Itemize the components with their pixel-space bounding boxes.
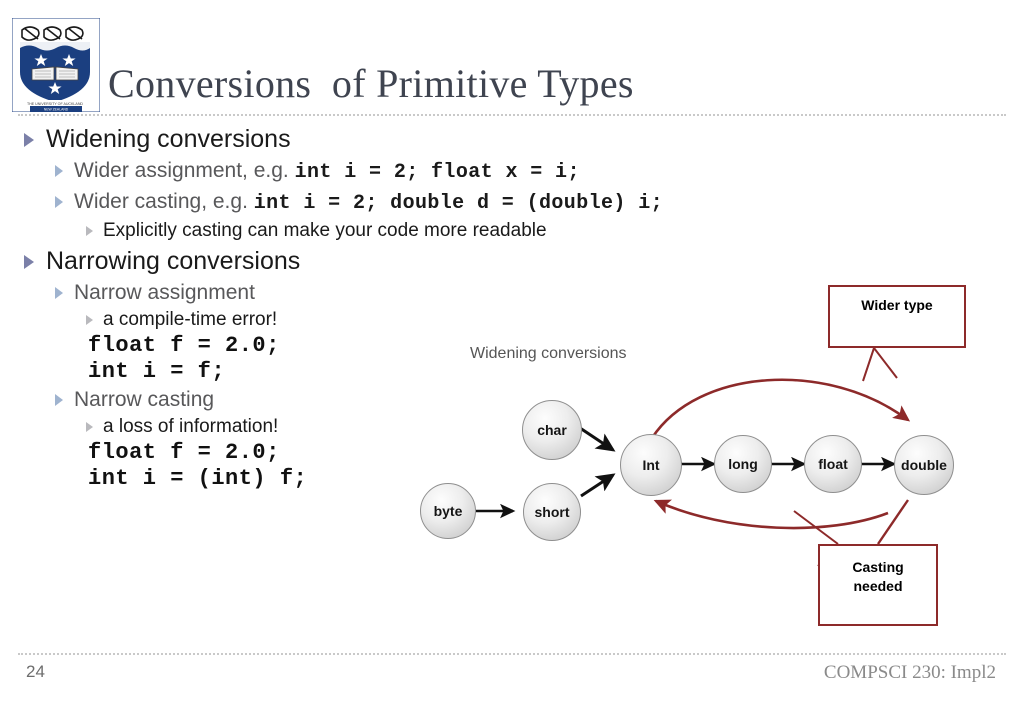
diagram-caption: Widening conversions xyxy=(470,345,627,362)
bullet-widening-conversions: Widening conversions xyxy=(0,122,560,156)
bullet-wider-assignment: Wider assignment, e.g. int i = 2; float … xyxy=(0,156,579,187)
bullet-triangle-icon xyxy=(55,165,63,177)
slide-header: THE UNIVERSITY OF AUCKLAND NEW ZEALAND C… xyxy=(0,0,1024,112)
slide-body-bullets: Widening conversions Wider assignment, e… xyxy=(0,122,663,492)
footer-course-label: COMPSCI 230: Impl2 xyxy=(823,662,996,683)
diagram-arrows-layer xyxy=(476,347,911,567)
bullet-text: Wider assignment, e.g. xyxy=(74,159,289,182)
bullet-narrowing-conversions: Narrowing conversions xyxy=(0,244,560,278)
node-byte: byte xyxy=(420,483,476,539)
university-of-auckland-crest-icon: THE UNIVERSITY OF AUCKLAND NEW ZEALAND xyxy=(12,18,100,112)
bullet-wider-casting: Wider casting, e.g. int i = 2; double d … xyxy=(0,187,663,218)
bullet-text: a compile-time error! xyxy=(103,309,278,330)
bullet-triangle-icon xyxy=(55,196,63,208)
bullet-compile-time-error: a compile-time error! xyxy=(0,307,560,333)
bullet-text: Narrowing conversions xyxy=(46,247,301,275)
bullet-text: Narrow assignment xyxy=(74,281,255,304)
callout-casting-needed: Casting needed xyxy=(818,544,938,626)
bullet-loss-of-information: a loss of information! xyxy=(0,414,560,440)
page-title: Conversions of Primitive Types xyxy=(108,61,634,106)
bullet-explicit-casting-note: Explicitly casting can make your code mo… xyxy=(0,218,560,244)
code-narrow-casting: float f = 2.0; int i = (int) f; xyxy=(88,440,308,491)
arrow-char-to-int xyxy=(579,426,616,452)
bullet-triangle-icon xyxy=(86,315,93,325)
bullet-narrow-assignment: Narrow assignment xyxy=(0,278,560,307)
code-narrow-assignment: float f = 2.0; int i = f; xyxy=(88,333,280,384)
bullet-triangle-icon xyxy=(24,255,34,269)
node-char: char xyxy=(522,400,582,460)
bullet-triangle-icon xyxy=(55,287,63,299)
bullet-text: Narrow casting xyxy=(74,388,215,411)
callout-wider-tail xyxy=(862,347,898,382)
arrow-narrowing-red xyxy=(653,499,889,530)
bullet-text: Wider casting, e.g. xyxy=(74,190,248,213)
bullet-triangle-icon xyxy=(24,133,34,147)
node-short: short xyxy=(523,483,581,541)
arrow-short-to-int xyxy=(580,473,616,498)
node-long: long xyxy=(714,435,772,493)
widening-conversions-diagram: Widening conversions byte xyxy=(408,268,1008,648)
callout-casting-tail-2 xyxy=(877,499,909,545)
inline-code: int i = 2; double d = (double) i; xyxy=(253,192,664,215)
node-double: double xyxy=(894,435,954,495)
crest-lower-text: NEW ZEALAND xyxy=(44,108,69,112)
inline-code: int i = 2; float x = i; xyxy=(294,161,580,184)
bullet-narrow-casting: Narrow casting xyxy=(0,385,560,414)
bullet-text: Explicitly casting can make your code mo… xyxy=(103,220,547,241)
callout-wider-type: Wider type xyxy=(828,285,966,348)
arrow-widening-red xyxy=(650,378,911,439)
header-divider xyxy=(18,114,1006,116)
bullet-triangle-icon xyxy=(86,226,93,236)
footer-divider xyxy=(18,653,1006,655)
node-float: float xyxy=(804,435,862,493)
bullet-triangle-icon xyxy=(55,394,63,406)
node-int: Int xyxy=(620,434,682,496)
bullet-triangle-icon xyxy=(86,422,93,432)
bullet-text: a loss of information! xyxy=(103,416,279,437)
bullet-text: Widening conversions xyxy=(46,125,291,153)
crest-upper-text: THE UNIVERSITY OF AUCKLAND xyxy=(27,102,83,106)
slide-page-number: 24 xyxy=(26,662,45,681)
